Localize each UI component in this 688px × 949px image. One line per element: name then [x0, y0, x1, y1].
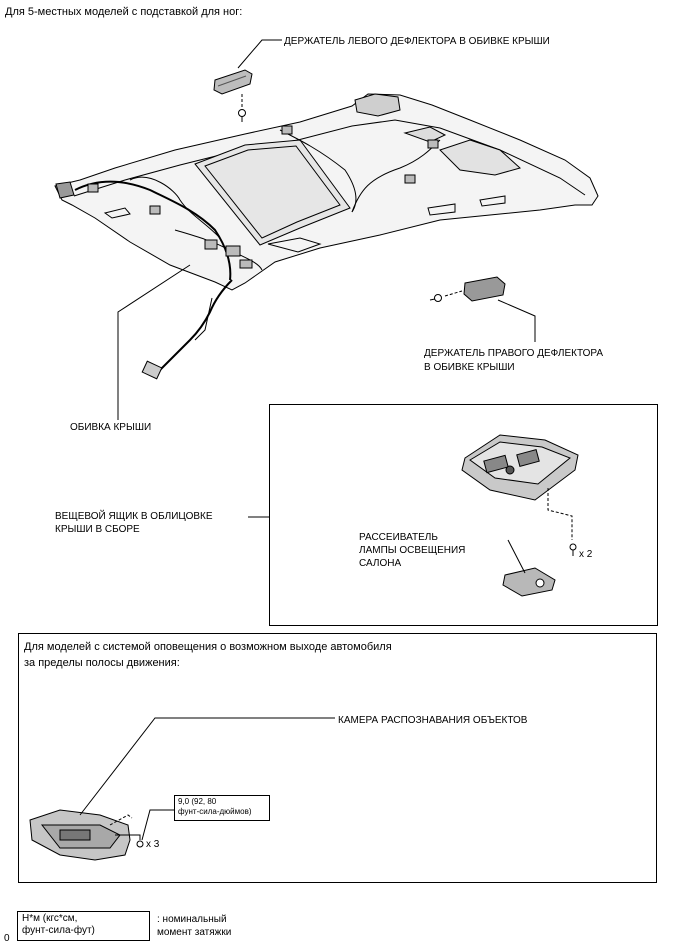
diagram-title: Для 5-местных моделей с подставкой для н… [5, 6, 243, 18]
right-deflector-holder-label-line2: В ОБИВКЕ КРЫШИ [424, 362, 515, 373]
console-box-label-line2: КРЫШИ В СБОРЕ [55, 524, 140, 535]
headliner-label: ОБИВКА КРЫШИ [70, 422, 152, 433]
camera-section-frame [18, 633, 657, 883]
console-box-label-line1: ВЕЩЕВОЙ ЯЩИК В ОБЛИЦОВКЕ [55, 511, 213, 522]
torque-spec-line1: 9,0 (92, 80 [178, 797, 217, 806]
diffuser-label-line2: ЛАМПЫ ОСВЕЩЕНИЯ [359, 545, 466, 556]
diffuser-label-line3: САЛОНА [359, 558, 402, 569]
legend-description-line2: момент затяжки [157, 927, 232, 938]
camera-label: КАМЕРА РАСПОЗНАВАНИЯ ОБЪЕКТОВ [338, 715, 528, 726]
legend-description-line1: : номинальный [157, 914, 227, 925]
legend-box-line2: фунт-сила-фут) [22, 925, 95, 936]
console-screw-quantity: x 2 [579, 549, 593, 560]
headliner-illustration [54, 93, 599, 380]
right-deflector-holder-label-line1: ДЕРЖАТЕЛЬ ПРАВОГО ДЕФЛЕКТОРА [424, 348, 604, 359]
diffuser-illustration [502, 539, 556, 597]
legend-torque-units-box: Н*м (кгс*см, фунт-сила-фут) [17, 911, 150, 941]
camera-section-title-line2: за пределы полосы движения: [24, 657, 180, 669]
diffuser-label-line1: РАССЕИВАТЕЛЬ [359, 532, 438, 543]
corner-mark: 0 [4, 933, 10, 944]
left-deflector-holder-label: ДЕРЖАТЕЛЬ ЛЕВОГО ДЕФЛЕКТОРА В ОБИВКЕ КРЫ… [284, 36, 550, 47]
camera-screw-quantity: x 3 [146, 839, 160, 850]
legend-box-line1: Н*м (кгс*см, [22, 913, 78, 924]
camera-section-title-line1: Для моделей с системой оповещения о возм… [24, 641, 392, 653]
console-detail-frame [269, 404, 658, 626]
torque-spec-box: 9,0 (92, 80 фунт-сила-дюймов) [174, 795, 270, 821]
left-deflector-holder-illustration [213, 69, 253, 122]
torque-spec-line2: фунт-сила-дюймов) [178, 807, 252, 816]
camera-illustration [29, 717, 335, 861]
console-box-illustration [461, 434, 579, 556]
right-deflector-holder-illustration [429, 276, 506, 302]
